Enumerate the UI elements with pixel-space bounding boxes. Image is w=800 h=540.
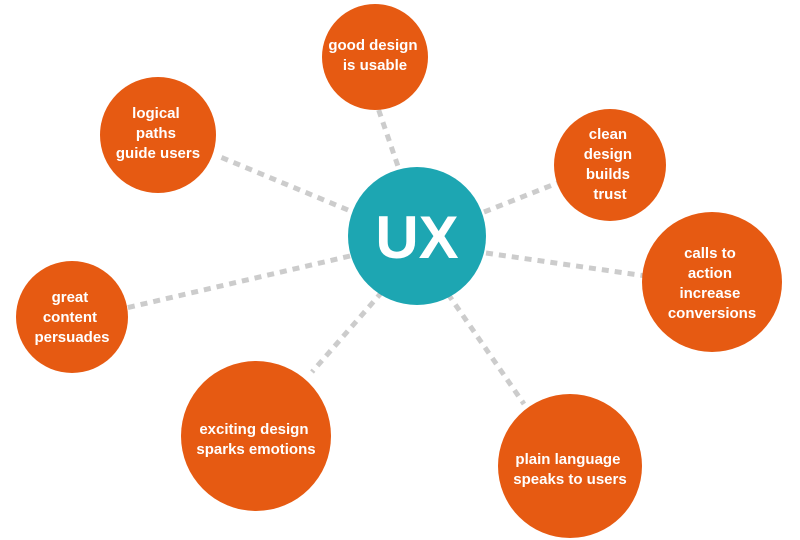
node-label-line: calls to	[684, 245, 736, 262]
node-circle	[100, 77, 216, 193]
node-label-line: paths	[136, 125, 176, 142]
node-label-line: action	[688, 265, 732, 282]
connector-calls-to-action	[485, 250, 647, 279]
node-label-line: builds	[586, 166, 630, 183]
node-label-line: exciting design	[199, 421, 308, 438]
node-logical-paths: logical paths guide users	[100, 77, 216, 193]
node-label: good design is usable	[328, 37, 421, 74]
node-label: clean design builds trust	[584, 126, 637, 203]
node-label-line: persuades	[34, 329, 109, 346]
connector-great-content	[125, 253, 351, 311]
node-circle	[554, 109, 666, 221]
node-exciting-design: exciting design sparks emotions	[181, 361, 331, 511]
node-circle	[181, 361, 331, 511]
node-label-line: content	[43, 309, 97, 326]
node-label-line: plain language	[515, 451, 620, 468]
node-great-content: great content persuades	[16, 261, 128, 373]
node-label-line: design	[584, 146, 632, 163]
node-label-line: conversions	[668, 305, 756, 322]
node-label: exciting design sparks emotions	[196, 421, 315, 458]
node-label-line: logical	[132, 105, 180, 122]
node-label: plain language speaks to users	[513, 451, 626, 488]
hub-node: UX	[348, 167, 486, 305]
connector-clean-design	[483, 179, 561, 215]
node-label: logical paths guide users	[116, 105, 200, 162]
node-label-line: is usable	[343, 57, 407, 74]
node-circle	[16, 261, 128, 373]
node-circle	[322, 4, 428, 110]
node-good-design: good design is usable	[322, 4, 428, 110]
node-calls-to-action: calls to action increase conversions	[642, 212, 782, 352]
node-clean-design: clean design builds trust	[554, 109, 666, 221]
node-label-line: good design	[328, 37, 417, 54]
node-label: great content persuades	[34, 289, 109, 346]
connector-good-design	[375, 107, 405, 179]
node-circle	[642, 212, 782, 352]
node-label-line: trust	[593, 186, 626, 203]
node-label-line: guide users	[116, 145, 200, 162]
node-label-line: speaks to users	[513, 471, 626, 488]
node-label-line: increase	[679, 285, 740, 302]
connectors	[125, 107, 647, 406]
connector-plain-language	[445, 292, 527, 406]
node-label-line: clean	[589, 126, 627, 143]
node-plain-language: plain language speaks to users	[498, 394, 642, 538]
hub-label: UX	[375, 204, 458, 271]
node-label-line: great	[52, 289, 89, 306]
connector-exciting-design	[310, 290, 384, 374]
connector-logical-paths	[217, 153, 349, 213]
hub-circle	[348, 167, 486, 305]
node-label-line: sparks emotions	[196, 441, 315, 458]
node-circle	[498, 394, 642, 538]
node-label: calls to action increase conversions	[668, 245, 756, 322]
